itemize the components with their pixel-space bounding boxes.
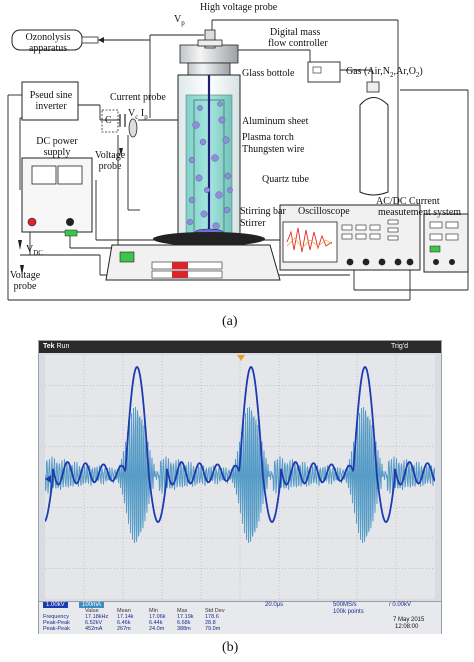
osc-status-bar (39, 601, 441, 634)
ch1-ground-marker (45, 475, 51, 483)
label-vp: Vp (174, 14, 185, 27)
label-current-probe: Current probe (110, 92, 166, 103)
label-gas: Gas (Air,N2,Ar,O2) (346, 66, 423, 79)
label-stirrer: Stirrer (240, 218, 266, 229)
label-pseud-sine-inverter: Pseud sine inverter (29, 90, 73, 112)
oscilloscope-device (279, 204, 421, 271)
bottle-cap (179, 29, 239, 76)
voltage-probe-tip (20, 265, 24, 275)
label-glass-bottle: Glass bottole (242, 68, 295, 79)
label-dc-power-supply: DC power supply (36, 136, 78, 158)
osc-waveform-plot (45, 355, 435, 599)
osc-brand: Tek Run (43, 343, 70, 350)
stats-row: Peak-Peak 6.52kV 6.46k 6.44k 6.68k 28.8 (43, 620, 216, 626)
voltage-trace (45, 366, 435, 523)
label-measurement: measutement system (378, 207, 462, 218)
ch2-scale: 100mA (79, 602, 105, 608)
stats-row: Peak-Peak 452mA 267m 24.0m 388m 79.0m (43, 626, 221, 632)
trigger-position-marker (237, 355, 245, 361)
trigger-level: / 0.00kV (389, 602, 412, 608)
stats-row: Frequency 17.18kHz 17.14k 17.06k 17.19k … (43, 614, 219, 620)
label-vdc: VDC (26, 244, 43, 257)
label-digital-mass: Digital mass (270, 27, 321, 38)
dc-power-supply (18, 157, 93, 250)
capture-time: 12:08:00 (395, 624, 419, 630)
glass-bottle (177, 74, 241, 236)
osc-trig-status: Trig'd (391, 343, 409, 350)
ch1-scale: 1.00kV (43, 602, 68, 608)
label-tungsten-wire: Thungsten wire (242, 144, 305, 155)
pseud-sine-inverter (21, 81, 79, 121)
label-high-voltage-probe: High voltage probe (200, 2, 278, 13)
oscilloscope-screenshot: Tek Run Trig'd 1.00kV 100mA 20.0μs 500MS… (38, 340, 442, 634)
label-stirring-bar: Stirring bar (240, 206, 286, 217)
ozonolysis-apparatus (11, 29, 150, 51)
label-acdc: AC/DC Current (376, 196, 440, 207)
capture-date: 7 May 2015 (393, 617, 425, 623)
osc-header-bar (39, 341, 441, 353)
osc-traces (45, 366, 435, 544)
sample-rate: 500MS/s (333, 602, 357, 608)
label-ozonolysis: Ozonolysis apparatus (25, 32, 71, 54)
label-quartz-tube: Quartz tube (262, 174, 309, 185)
mass-flow-controller (307, 61, 341, 83)
label-voltage-probe-bottom: Voltage probe (9, 270, 41, 292)
label-aluminum-sheet: Aluminum sheet (242, 116, 309, 127)
label-vc-ip: Vc Ip (128, 108, 148, 121)
label-flow-controller: flow controller (268, 38, 328, 49)
magnetic-stirrer (105, 232, 281, 281)
acdc-measurement-system (423, 213, 469, 273)
label-oscilloscope: Oscilloscope (298, 206, 350, 217)
label-c: C (105, 115, 112, 126)
label-plasma-torch: Plasma torch (242, 132, 294, 143)
label-voltage-probe-mid: Voltage probe (94, 150, 126, 172)
timebase: 20.0μs (265, 602, 284, 608)
gas-cylinder (359, 81, 389, 196)
current-probe-sensor (119, 118, 138, 156)
experimental-setup-diagram (7, 19, 469, 301)
stats-header: Value Mean Min Max Std Dev (85, 608, 225, 614)
caption-b: (b) (222, 640, 239, 655)
record-length: 100k points (333, 609, 364, 615)
caption-a: (a) (222, 314, 238, 329)
capacitor (101, 109, 126, 133)
